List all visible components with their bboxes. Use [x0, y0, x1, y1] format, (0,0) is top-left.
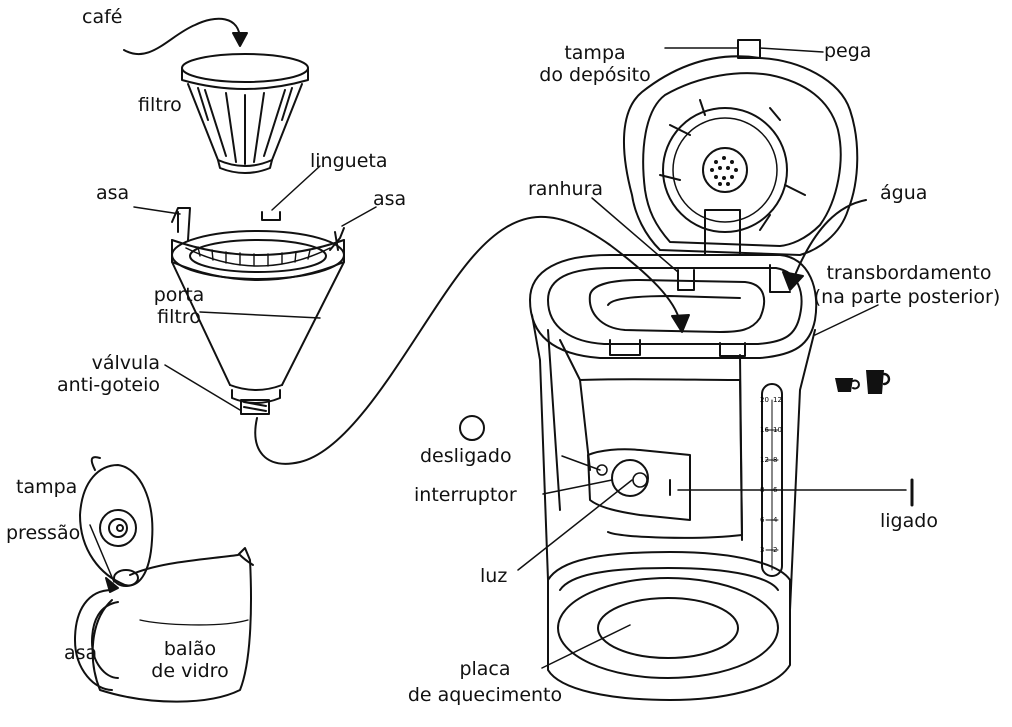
label-asa-right: asa	[373, 188, 407, 210]
gauge-scale-left: 20 16 12 8 6 3	[760, 396, 772, 566]
pressure-arrow-head	[105, 577, 119, 593]
label-lingueta: lingueta	[310, 150, 388, 172]
gauge-tick-label: 8	[760, 486, 765, 494]
label-balao-1: balão	[163, 638, 217, 660]
gauge-tick-label: 10	[773, 426, 782, 434]
gauge-tick-label: 6	[773, 486, 778, 494]
label-transbordamento-2: (na parte posterior)	[813, 286, 1001, 308]
label-filtro: filtro	[138, 94, 182, 116]
label-valvula-2: anti-goteio	[57, 374, 160, 396]
cup-icons	[835, 370, 891, 394]
coffee-arrow	[123, 17, 241, 56]
machine-body	[529, 254, 818, 701]
label-ligado: ligado	[880, 510, 938, 532]
label-pressao: pressão	[6, 522, 81, 544]
label-asa-jarra: asa	[64, 642, 98, 664]
label-luz: luz	[480, 565, 508, 587]
off-symbol	[459, 415, 485, 441]
flow-arrow-head	[671, 314, 690, 333]
water-arrow-head	[782, 271, 804, 291]
label-tampa-deposito-2: do depósito	[539, 64, 651, 86]
spray-holes	[710, 156, 738, 186]
reservoir-lid	[623, 39, 859, 256]
leader-lines	[89, 47, 907, 669]
label-tampa-jarra: tampa	[16, 476, 78, 498]
gauge-tick-label: 8	[773, 456, 778, 464]
gauge-tick-label: 12	[760, 456, 769, 464]
water-arrow	[792, 199, 867, 281]
label-placa-2: de aquecimento	[407, 684, 563, 706]
label-interruptor: interruptor	[414, 484, 517, 506]
filter-holder	[171, 207, 345, 415]
carafe	[74, 456, 254, 703]
label-cafe: café	[82, 6, 123, 28]
label-transbordamento-1: transbordamento	[826, 262, 992, 284]
label-placa-1: placa	[459, 658, 511, 680]
coffee-arrow-head	[232, 32, 248, 47]
gauge-tick-label: 16	[760, 426, 769, 434]
label-pega: pega	[824, 40, 872, 62]
label-porta-filtro-2: filtro	[157, 306, 201, 328]
gauge-tick-label: 3	[760, 546, 765, 554]
flow-arrow	[254, 215, 681, 465]
gauge-tick-label: 6	[760, 516, 765, 524]
gauge-tick-label: 4	[773, 516, 778, 524]
label-ranhura: ranhura	[528, 178, 604, 200]
label-balao-2: de vidro	[151, 660, 229, 682]
gauge-tick-label: 20	[760, 396, 769, 404]
label-tampa-deposito-1: tampa	[564, 42, 626, 64]
label-desligado: desligado	[420, 445, 512, 467]
gauge-tick-label: 2	[773, 546, 778, 554]
label-porta-filtro-1: porta	[153, 284, 205, 306]
label-asa-left: asa	[96, 182, 130, 204]
gauge-scale-right: 12 10 8 6 4 2	[773, 396, 785, 566]
label-agua: água	[880, 182, 928, 204]
label-valvula-1: válvula	[91, 352, 160, 374]
gauge-tick-label: 12	[773, 396, 782, 404]
filter-basket	[181, 53, 309, 174]
